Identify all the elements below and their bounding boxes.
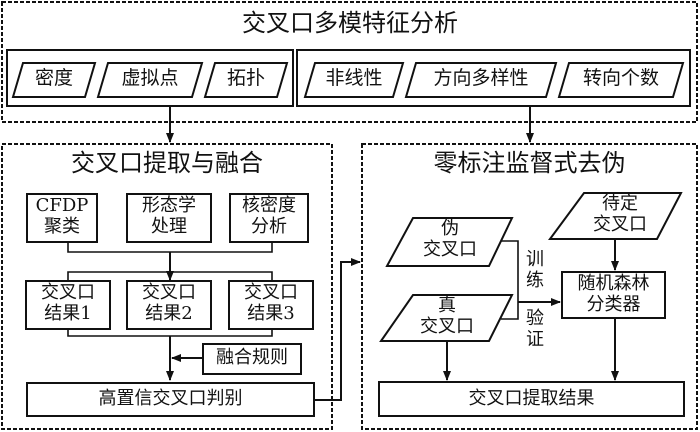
high-confidence-label: 高置信交叉口判别	[98, 388, 243, 409]
results-join-line	[67, 329, 273, 337]
result-1-box	[25, 280, 111, 330]
feature-virtual-point: 虚拟点	[121, 67, 179, 89]
top-section-title: 交叉口多模特征分析	[242, 9, 458, 37]
right-panel-frame	[361, 143, 698, 430]
top-section-frame	[1, 1, 698, 123]
feature-topology-shape	[203, 62, 289, 98]
method-morphology-label: 形态学 处理	[142, 195, 196, 237]
classifier-box	[561, 271, 666, 319]
method-cfdp-box	[26, 193, 98, 243]
result-1-label: 交叉口 结果1	[41, 282, 95, 324]
fake-intersection-label: 伪 交叉口	[423, 218, 477, 260]
high-confidence-box	[26, 382, 315, 417]
arrow-left-to-right-panel	[314, 258, 361, 401]
real-intersection-shape	[379, 294, 514, 342]
left-panel-frame	[1, 143, 333, 430]
fake-intersection-shape	[385, 217, 514, 267]
feature-nonlinearity-shape	[303, 62, 405, 98]
train-label: 训 练	[526, 249, 544, 291]
result-2-box	[126, 280, 212, 330]
left-panel-title: 交叉口提取与融合	[71, 149, 263, 177]
method-cfdp-label: CFDP 聚类	[35, 195, 89, 237]
results-split-line	[67, 271, 273, 282]
method-kde-box	[229, 193, 309, 243]
right-panel-title: 零标注监督式去伪	[433, 149, 626, 177]
feature-virtual-point-shape	[96, 62, 204, 98]
feature-turn-count-shape	[557, 62, 685, 98]
feature-density: 密度	[34, 67, 73, 89]
extraction-result-box	[378, 381, 685, 417]
feature-turn-count: 转向个数	[582, 67, 659, 89]
method-kde-label: 核密度 分析	[242, 195, 296, 237]
result-3-label: 交叉口 结果3	[244, 282, 298, 324]
feature-direction-diversity-shape	[404, 62, 558, 98]
fusion-rule-box	[202, 343, 302, 375]
pending-intersection-label: 待定 交叉口	[593, 193, 647, 235]
result-3-box	[228, 280, 314, 330]
train-verify-bracket	[501, 240, 519, 320]
result-2-label: 交叉口 结果2	[142, 282, 196, 324]
feature-direction-diversity: 方向多样性	[433, 67, 529, 89]
methods-join-line	[67, 242, 273, 253]
feature-density-shape	[11, 62, 97, 98]
method-morphology-box	[126, 193, 212, 243]
extraction-result-label: 交叉口提取结果	[468, 388, 595, 409]
feature-topology: 拓扑	[226, 67, 265, 89]
classifier-label: 随机森林 分类器	[577, 273, 650, 315]
fusion-rule-label: 融合规则	[216, 347, 288, 368]
real-intersection-label: 真 交叉口	[420, 295, 474, 337]
feature-nonlinearity: 非线性	[325, 67, 383, 89]
pending-intersection-shape	[548, 192, 683, 240]
verify-label: 验 证	[526, 308, 544, 350]
